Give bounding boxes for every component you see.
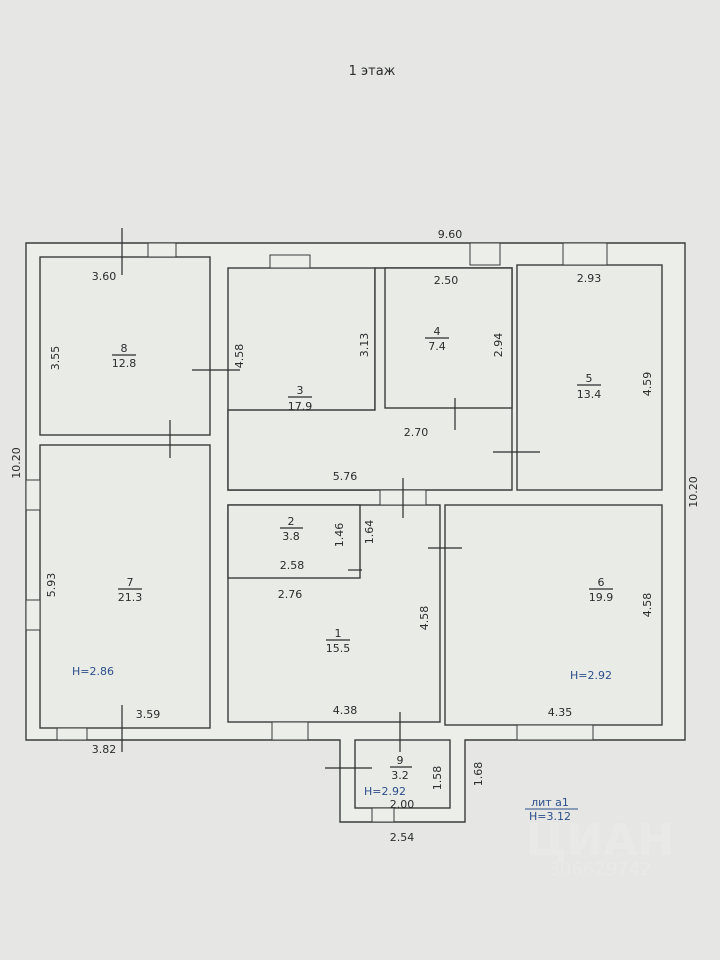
window bbox=[469, 242, 501, 266]
watermark: ЦИАН 306629742 bbox=[526, 815, 675, 880]
ceiling-height-room-6: H=2.92 bbox=[570, 669, 612, 682]
window bbox=[269, 254, 311, 269]
room-number: 9 bbox=[397, 754, 404, 767]
plan-title: 1 этаж bbox=[349, 64, 396, 79]
room-area: 12.8 bbox=[112, 357, 137, 370]
room-area: 15.5 bbox=[326, 642, 351, 655]
dimensions: 9.60 10.20 10.20 3.60 3.55 4.58 3.13 2.5… bbox=[10, 228, 700, 844]
window bbox=[25, 599, 41, 631]
dim: 2.76 bbox=[278, 588, 303, 601]
room-8 bbox=[39, 256, 211, 436]
svg-text:306629742: 306629742 bbox=[548, 859, 651, 880]
dim: 2.58 bbox=[280, 559, 305, 572]
room-7 bbox=[39, 444, 211, 729]
dim: 1.64 bbox=[363, 520, 376, 545]
dim: 4.58 bbox=[233, 344, 246, 369]
window bbox=[25, 479, 41, 511]
room-area: 3.8 bbox=[282, 530, 300, 543]
window bbox=[371, 807, 395, 823]
dim: 3.13 bbox=[358, 333, 371, 358]
room-number: 7 bbox=[127, 576, 134, 589]
dim: 2.93 bbox=[577, 272, 602, 285]
ceiling-height-room-7: H=2.86 bbox=[72, 665, 114, 678]
dim: 4.58 bbox=[418, 606, 431, 631]
room-number: 5 bbox=[586, 372, 593, 385]
dim: 5.76 bbox=[333, 470, 358, 483]
dim: 1.46 bbox=[333, 523, 346, 548]
dim: 2.54 bbox=[390, 831, 415, 844]
dim: 3.55 bbox=[49, 346, 62, 371]
dim: 2.50 bbox=[434, 274, 459, 287]
dim-overall-height-right: 10.20 bbox=[687, 476, 700, 508]
room-number: 6 bbox=[598, 576, 605, 589]
dim: 4.58 bbox=[641, 593, 654, 618]
window bbox=[516, 724, 594, 741]
dim: 4.35 bbox=[548, 706, 573, 719]
dim: 4.59 bbox=[641, 372, 654, 397]
room-number: 3 bbox=[297, 384, 304, 397]
dim: 5.93 bbox=[45, 573, 58, 598]
window bbox=[271, 721, 309, 741]
dim-overall-width: 9.60 bbox=[438, 228, 463, 241]
dim: 3.60 bbox=[92, 270, 117, 283]
room-2 bbox=[227, 504, 361, 579]
window bbox=[562, 242, 608, 266]
window bbox=[56, 727, 88, 741]
dim: 1.58 bbox=[431, 766, 444, 791]
dim: 4.38 bbox=[333, 704, 358, 717]
room-number: 1 bbox=[335, 627, 342, 640]
dim: 3.59 bbox=[136, 708, 161, 721]
room-area: 7.4 bbox=[428, 340, 446, 353]
room-labels: 8 12.8 3 17.9 4 7.4 5 13.4 2 3.8 7 21.3 … bbox=[112, 325, 614, 782]
room-area: 13.4 bbox=[577, 388, 602, 401]
dim: 1.68 bbox=[472, 762, 485, 787]
svg-text:ЦИАН: ЦИАН bbox=[526, 815, 675, 866]
room-9 bbox=[354, 739, 451, 809]
room-number: 4 bbox=[434, 325, 441, 338]
dim: 2.00 bbox=[390, 798, 415, 811]
legend-height: H=3.12 bbox=[529, 810, 571, 823]
dim: 2.70 bbox=[404, 426, 429, 439]
window bbox=[147, 242, 177, 258]
room-number: 8 bbox=[121, 342, 128, 355]
dim-overall-height-left: 10.20 bbox=[10, 447, 23, 479]
legend-lit: лит а1 bbox=[531, 796, 569, 809]
room-area: 21.3 bbox=[118, 591, 143, 604]
ceiling-height-room-9: H=2.92 bbox=[364, 785, 406, 798]
room-5 bbox=[516, 264, 663, 491]
dim: 3.82 bbox=[92, 743, 117, 756]
room-area: 19.9 bbox=[589, 591, 614, 604]
room-area: 3.2 bbox=[391, 769, 409, 782]
room-number: 2 bbox=[288, 515, 295, 528]
dim: 2.94 bbox=[492, 333, 505, 358]
door-marks bbox=[121, 228, 540, 769]
room-6 bbox=[444, 504, 663, 726]
room-area: 17.9 bbox=[288, 400, 313, 413]
